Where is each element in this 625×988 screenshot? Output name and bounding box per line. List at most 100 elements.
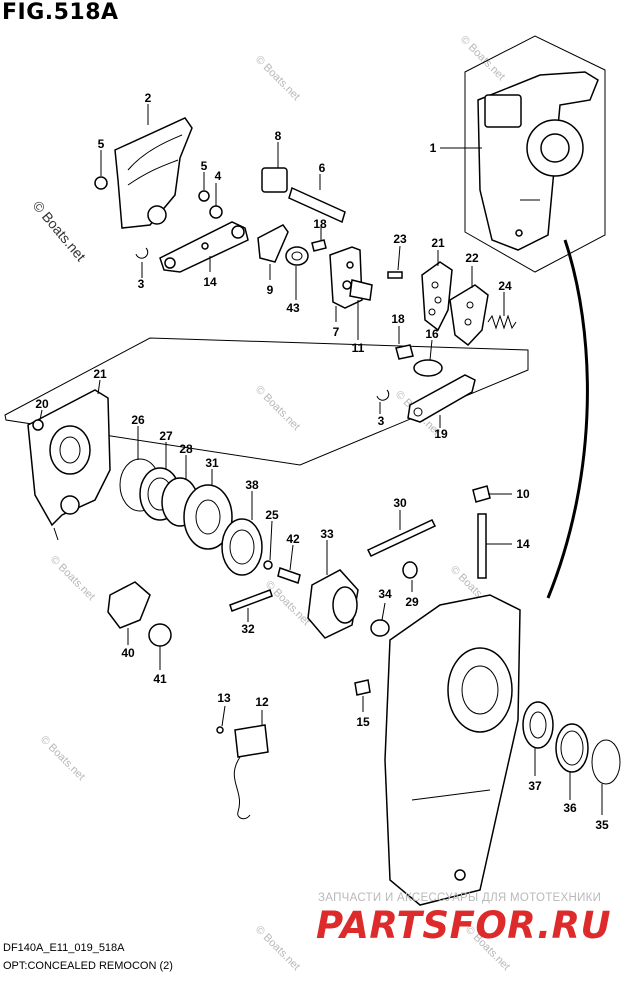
part-number-11: 11: [352, 341, 365, 355]
figure-code: DF140A_E11_019_518A: [3, 942, 125, 954]
figure-title: FIG.518A: [2, 0, 119, 25]
part-number-2: 2: [145, 91, 152, 105]
part-number-16: 14: [203, 275, 217, 289]
part-38-seal: [522, 701, 554, 749]
part-number-17: 16: [425, 327, 439, 341]
watermark-text: © Boats.net: [253, 54, 302, 103]
part-number-20: 20: [35, 397, 49, 411]
part-12-switch: [234, 724, 269, 758]
part-number-6: 6: [319, 161, 326, 175]
part-number-39: 38: [245, 478, 259, 492]
part-18-bolt: [311, 239, 327, 252]
part-number-5: 5: [98, 137, 105, 151]
part-5-ring: [94, 176, 108, 190]
part-number-1: 1: [430, 141, 437, 155]
part-number-43: 43: [286, 301, 300, 315]
part-number-7: 7: [333, 325, 340, 339]
watermark-text: © Boats.net: [253, 384, 302, 433]
part-3-clip: [135, 247, 149, 259]
part-number-29: 28: [179, 442, 193, 456]
part-number-25: 24: [498, 279, 512, 293]
part-30-cap: [402, 561, 418, 579]
watermark-text-main: © Boats.net: [30, 198, 89, 265]
part-number-35: 34: [378, 587, 392, 601]
part-number-30: 29: [405, 595, 419, 609]
part-number-22: 21: [431, 236, 445, 250]
part-33-rod: [229, 589, 273, 612]
part-25-spring: [487, 314, 517, 330]
part-1-control-handle: [477, 71, 599, 251]
part-number-42: 42: [286, 532, 300, 546]
group-boxes: [4, 35, 606, 599]
part-5-ring: [198, 190, 210, 202]
part-42-pin: [277, 567, 301, 584]
part-34-motor: [307, 569, 359, 639]
part-12-wire: [233, 756, 251, 820]
leader-lines: [39, 104, 603, 815]
part-11-plate: [349, 279, 373, 301]
shop-logo: PARTSFOR.RU: [316, 904, 612, 947]
part-number-40: 40: [121, 646, 135, 660]
part-number-18: 18: [313, 217, 327, 231]
part-number-31: 30: [393, 496, 407, 510]
part-39-washer: [221, 518, 263, 576]
part-19-lever: [407, 374, 476, 423]
part-number-37: 36: [563, 801, 577, 815]
watermark-text: © Boats.net: [48, 554, 97, 603]
part-41-nut: [148, 623, 172, 647]
part-6-shaft: [288, 186, 346, 224]
part-31-rod: [366, 519, 437, 557]
part-36-circlip: [591, 739, 621, 785]
part-number-33: 32: [241, 622, 255, 636]
part-number-4: 4: [215, 169, 222, 183]
part-number-14: 14: [516, 537, 530, 551]
watermark-text: © Boats.net: [38, 734, 87, 783]
watermark-text: © Boats.net: [263, 579, 312, 628]
part-number-27: 26: [131, 413, 145, 427]
part-16-link: [159, 221, 249, 273]
part-number-3: 3: [378, 414, 385, 428]
main-housing: [384, 594, 521, 906]
part-43-bushing: [285, 246, 309, 266]
part-9-plate: [257, 224, 289, 263]
part-number-9: 9: [267, 283, 274, 297]
part-number-21: 21: [93, 367, 107, 381]
part-number-12: 12: [255, 695, 269, 709]
part-23-plate: [449, 284, 489, 347]
watermark-text: © Boats.net: [253, 924, 302, 973]
part-number-19: 19: [434, 427, 448, 441]
part-number-18: 18: [391, 312, 405, 326]
part-26-pin: [263, 560, 273, 570]
part-32-gear: [183, 484, 233, 550]
part-20-screw: [32, 419, 44, 431]
part-number-24: 23: [393, 232, 407, 246]
assembly-box-lower: [4, 337, 529, 466]
part-21-housing-plate: [27, 389, 111, 527]
part-number-8: 8: [275, 129, 282, 143]
part-number-23: 22: [465, 251, 479, 265]
part-number-5: 5: [201, 159, 208, 173]
part-number-26: 25: [265, 508, 279, 522]
part-14-stud: [477, 513, 487, 579]
figure-description: OPT:CONCEALED REMOCON (2): [3, 960, 173, 972]
shop-tagline: ЗАПЧАСТИ И АКСЕССУАРЫ ДЛЯ МОТОТЕХНИКИ: [318, 892, 602, 904]
part-number-10: 10: [516, 487, 530, 501]
part-15-screw: [354, 679, 371, 696]
part-number-3: 3: [138, 277, 145, 291]
part-number-34: 33: [320, 527, 334, 541]
part-7-bracket: [329, 246, 363, 309]
part-number-15: 15: [356, 715, 370, 729]
part-number-labels: 2 5 5 4 8 6 18 1 3 14 9 43 7 11 23 21 22…: [35, 91, 609, 832]
part-3-clip: [376, 389, 390, 401]
part-13-screw: [216, 726, 224, 734]
part-number-13: 13: [217, 691, 231, 705]
part-10-nut: [472, 485, 491, 503]
part-number-36: 35: [595, 818, 609, 832]
part-22-cam: [421, 261, 453, 332]
part-number-41: 41: [153, 672, 167, 686]
part-4-washer: [209, 205, 223, 219]
part-24-screw: [387, 271, 403, 279]
part-8-block: [261, 167, 288, 193]
